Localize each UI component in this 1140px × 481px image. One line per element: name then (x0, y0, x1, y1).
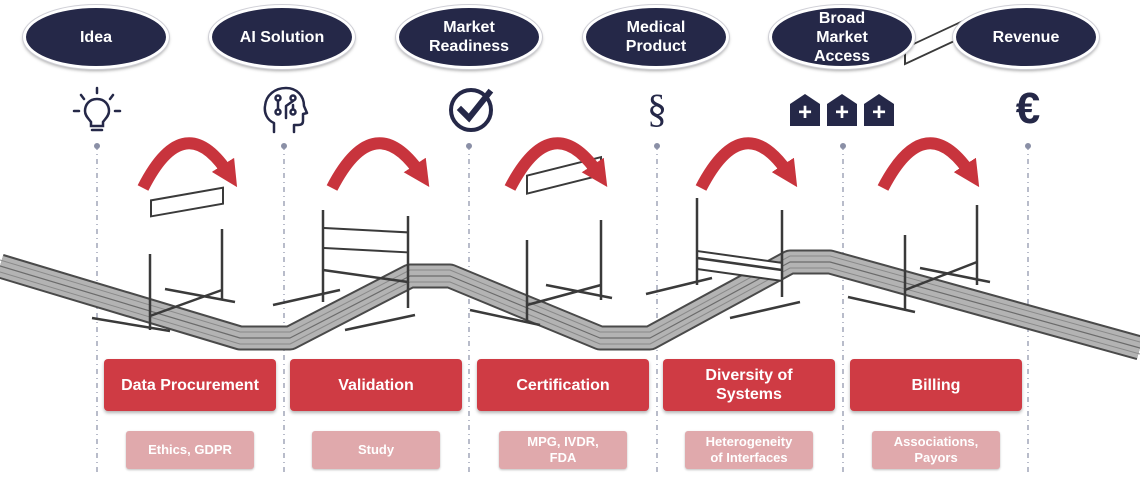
running-track (0, 249, 1140, 361)
detail-label-mpg-ivdr-fda: MPG, IVDR, FDA (499, 431, 627, 469)
stage-divider-lines (96, 145, 1029, 475)
stage-dots (94, 143, 1031, 149)
hospitals-icon: + + + (789, 92, 897, 128)
stage-dot (1025, 143, 1031, 149)
jump-arrows (137, 137, 980, 191)
detail-label-associations-payors: Associations, Payors (872, 431, 1000, 469)
jump-arrow (326, 137, 430, 191)
stage-oval-broad-market-access: Broad Market Access (769, 5, 915, 69)
plus-icon: + (797, 99, 812, 126)
jump-arrow (695, 137, 798, 191)
hurdle-label-certification: Certification (477, 359, 649, 411)
stage-oval-idea: Idea (23, 5, 169, 69)
plus-icon: + (834, 99, 849, 126)
jump-arrow (137, 137, 238, 191)
hurdle-1 (91, 186, 236, 333)
detail-label-study: Study (312, 431, 440, 469)
stage-oval-ai-solution: AI Solution (209, 5, 355, 69)
stage-oval-medical-product: Medical Product (583, 5, 729, 69)
ai-head-icon (263, 86, 309, 134)
detail-label-heterogeneity: Heterogeneity of Interfaces (685, 431, 813, 469)
euro-icon: € (1015, 84, 1041, 133)
hurdle-label-diversity-of-systems: Diversity of Systems (663, 359, 835, 411)
jump-arrow (877, 137, 980, 191)
stage-dot (94, 143, 100, 149)
section-sign-icon: § (647, 86, 667, 131)
stage-dot (281, 143, 287, 149)
hurdle-label-data-procurement: Data Procurement (104, 359, 276, 411)
hurdle-label-billing: Billing (850, 359, 1022, 411)
hurdle-label-validation: Validation (290, 359, 462, 411)
stage-oval-market-readiness: Market Readiness (396, 5, 542, 69)
stage-oval-revenue: Revenue (953, 5, 1099, 69)
plus-icon: + (871, 99, 886, 126)
hurdle-4 (645, 198, 801, 320)
jump-arrow (504, 137, 608, 191)
lightbulb-icon (72, 86, 122, 132)
checkmark-icon (449, 88, 494, 132)
detail-label-ethics-gdpr: Ethics, GDPR (126, 431, 254, 469)
stage-dot (654, 143, 660, 149)
hospital-houses-shape (790, 94, 894, 126)
stage-dot (466, 143, 472, 149)
hurdle-2 (272, 210, 416, 332)
stage-dot (840, 143, 846, 149)
